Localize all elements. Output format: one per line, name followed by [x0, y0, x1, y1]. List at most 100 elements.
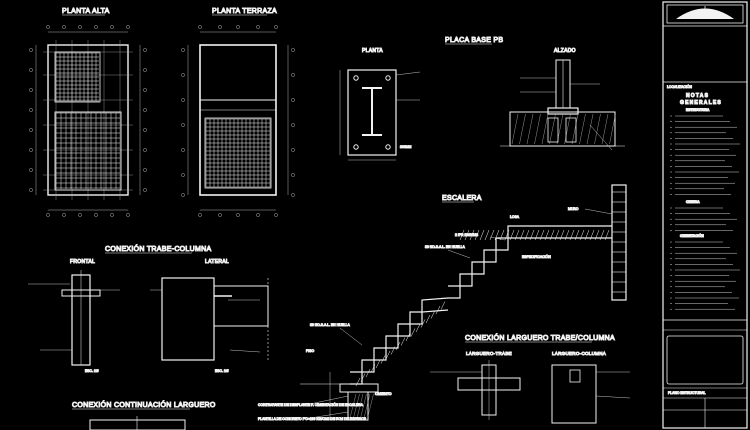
placa-dimension: 300MM — [400, 145, 411, 149]
planta-alta-drawing: PLANTA ALTA — [29, 8, 147, 217]
cad-line — [579, 113, 586, 145]
grid-bubble-icon — [198, 25, 202, 29]
placa-base-drawing: PLACA BASE PB PLANTA ALZADO 300MM — [339, 37, 625, 161]
cad-line — [574, 229, 580, 241]
cad-line — [589, 229, 595, 241]
planta-alta-title: PLANTA ALTA — [62, 8, 110, 15]
cad-line — [594, 113, 601, 145]
grid-bubble-icon — [181, 123, 185, 127]
cad-line — [586, 113, 594, 145]
grid-bubble-icon — [236, 25, 240, 29]
grid-bubble-icon — [143, 128, 147, 132]
grid-bubble-icon — [291, 148, 295, 152]
escalera-callout-losa: LOSA — [510, 215, 520, 219]
cad-line — [363, 393, 371, 419]
generales-heading: GENERALES — [680, 100, 722, 106]
grid-bubble-icon — [143, 88, 147, 92]
cad-line — [529, 229, 535, 241]
cad-line — [609, 113, 616, 145]
cad-line — [564, 113, 571, 145]
cad-line — [534, 229, 540, 241]
cad-line — [549, 229, 555, 241]
cad-line — [474, 229, 480, 241]
cad-line — [367, 393, 374, 419]
cad-line — [380, 355, 386, 364]
cad-line — [584, 229, 590, 241]
grid-bubble-icon — [181, 193, 185, 197]
grid-bubble-icon — [46, 213, 50, 217]
grid-bubble-icon — [126, 213, 130, 217]
frontal-scale: ESC. 1:5 — [85, 369, 99, 373]
cad-line — [569, 229, 575, 241]
cad-line — [519, 229, 525, 241]
cad-line — [484, 229, 490, 241]
escalera-callout-piso: PISO — [306, 349, 314, 353]
notes-section-cimbra: CIMBRA — [686, 200, 700, 204]
cad-line — [604, 229, 610, 241]
escalera-callout-cimiento: CIMIENTO — [375, 392, 392, 396]
cad-line — [410, 328, 416, 337]
cad-line — [349, 393, 357, 419]
grid-bubble-icon — [143, 188, 147, 192]
cad-line — [355, 377, 361, 387]
cad-line — [479, 229, 485, 241]
cad-line — [599, 229, 605, 241]
cad-line — [375, 359, 381, 369]
grid-bubble-icon — [46, 25, 50, 29]
cad-line — [579, 229, 585, 241]
grid-bubble-icon — [181, 48, 185, 52]
lateral-label: LATERAL — [205, 259, 229, 265]
cad-line — [395, 341, 401, 351]
cad-line — [504, 229, 510, 241]
grid-bubble-icon — [143, 108, 147, 112]
cad-line — [370, 364, 376, 373]
cad-line — [400, 337, 406, 346]
grid-bubble-icon — [126, 25, 130, 29]
cad-line — [514, 229, 520, 241]
cad-line — [489, 229, 495, 241]
placa-alzado-label: ALZADO — [554, 48, 576, 54]
grid-bubble-icon — [256, 25, 260, 29]
cad-line — [594, 229, 600, 241]
cad-line — [464, 229, 470, 241]
cad-line — [541, 113, 549, 145]
cad-line — [534, 113, 541, 145]
grid-bubble-icon — [29, 168, 33, 172]
cad-line — [564, 229, 570, 241]
cad-line — [459, 229, 465, 241]
cad-line — [365, 368, 371, 378]
cad-line — [390, 346, 396, 355]
cad-line — [425, 314, 431, 324]
cad-line — [435, 305, 441, 315]
grid-bubble-icon — [78, 213, 82, 217]
cad-line — [544, 229, 550, 241]
grid-bubble-icon — [274, 213, 278, 217]
cad-line — [360, 393, 367, 419]
cad-line — [469, 229, 475, 241]
notes-section-estructura: ESTRUCTURA — [686, 108, 710, 112]
cad-line — [353, 393, 360, 419]
cad-line — [360, 373, 366, 382]
larguero-columna-label: LARGUERO-COLUMNA — [552, 351, 606, 356]
frontal-label: FRONTAL — [70, 259, 95, 265]
cad-line — [509, 229, 515, 241]
cad-line — [571, 113, 579, 145]
cad-line — [519, 113, 526, 145]
grid-bubble-icon — [291, 48, 295, 52]
cad-line — [554, 229, 560, 241]
cad-line — [385, 350, 391, 360]
conexion-larguero-title: CONEXIÓN LARGUERO TRABE/COLUMNA — [465, 333, 615, 342]
cad-line — [559, 229, 565, 241]
grid-bubble-icon — [181, 148, 185, 152]
cad-line — [405, 332, 411, 342]
grid-bubble-icon — [291, 73, 295, 77]
grid-bubble-icon — [291, 173, 295, 177]
escalera-callout-contraparte: CONTRAPARTE DE DESPLANTE P. CIMENTACIÓN … — [258, 402, 364, 407]
grid-bubble-icon — [274, 25, 278, 29]
grid-bubble-icon — [29, 48, 33, 52]
grid-bubble-icon — [143, 148, 147, 152]
notes-section-cimentacion: CIMENTACIÓN — [680, 233, 704, 238]
escalera-callout-ipr: 2 IPR 203X133 — [455, 233, 478, 237]
cad-line — [356, 393, 364, 419]
grid-bubble-icon — [94, 25, 98, 29]
